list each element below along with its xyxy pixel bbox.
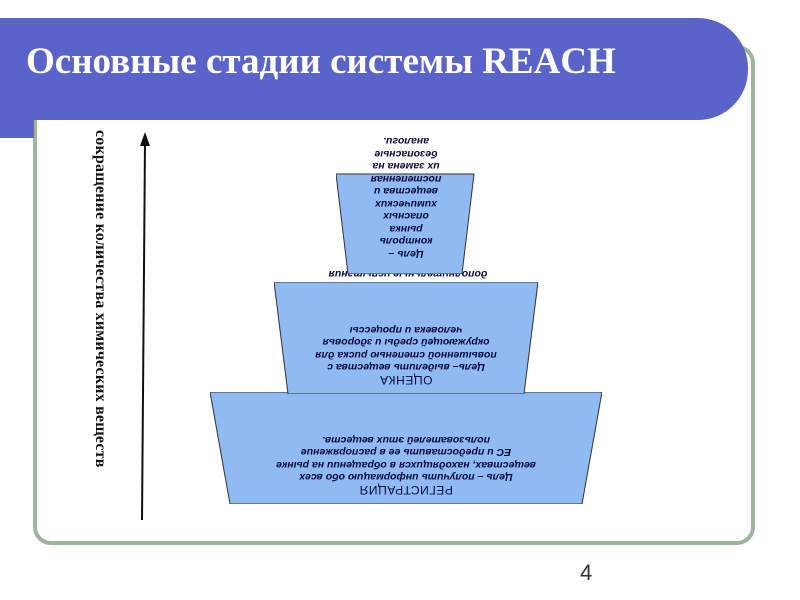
slide-title: Основные стадии системы REACH [26,41,616,82]
vertical-axis-label: сокращение количества химических веществ [92,130,109,468]
pyramid-tier-authorization: Цель – контроль рынка опасных химических… [336,128,476,274]
tier-title-registration: РЕГИСТРАЦИЯ [359,483,453,497]
pyramid-tier-evaluation: ОЦЕНКА Цель– выделить вещества с повышен… [274,282,538,394]
title-band [0,18,748,138]
up-arrow-icon [140,132,150,521]
tier-shape [274,282,538,394]
page-number: 4 [580,560,593,585]
tier-text-evaluation: ОЦЕНКА Цель– выделить вещества с повышен… [274,282,538,394]
tier-shape [336,173,475,274]
tier-title-evaluation: ОЦЕНКА [379,373,433,387]
tier-body-registration: Цель – получить информацию обо всех веще… [276,434,536,484]
pyramid-tier-registration: РЕГИСТРАЦИЯ Цель – получить информацию о… [210,392,602,504]
tier-body-authorization: Цель – контроль рынка опасных химических… [370,135,442,261]
title-band-tail [0,116,34,138]
tier-text-authorization: Цель – контроль рынка опасных химических… [336,128,476,274]
tier-shape [210,392,602,504]
tier-text-registration: РЕГИСТРАЦИЯ Цель – получить информацию о… [210,392,602,504]
tier-body-evaluation: Цель– выделить вещества с повышенной сте… [315,324,497,374]
